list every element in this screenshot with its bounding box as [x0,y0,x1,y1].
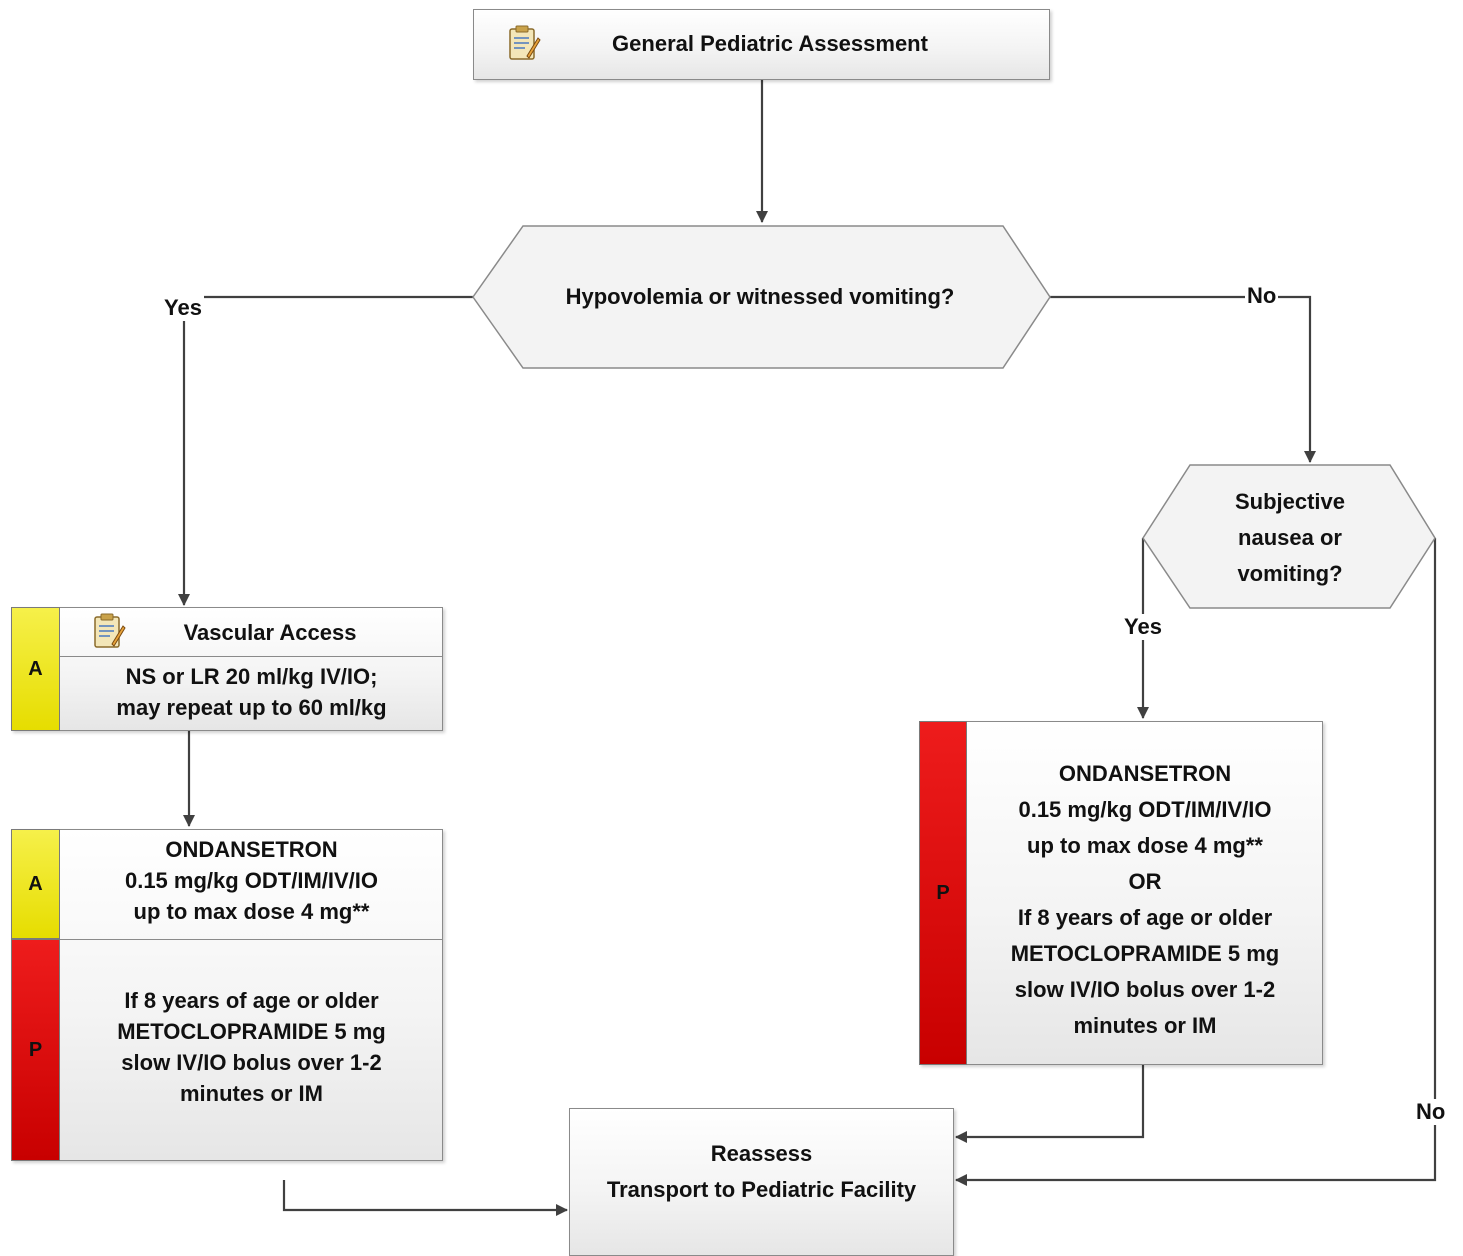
end-line: Transport to Pediatric Facility [606,1177,917,1202]
vascular-line: may repeat up to 60 ml/kg [116,695,387,720]
right-meds-line: minutes or IM [1073,1013,1217,1038]
arrow-decision2-no [955,538,1437,1186]
decision2-line: Subjective [1234,489,1346,514]
vascular-title: Vascular Access [183,620,357,645]
decision2-yes-label: Yes [1122,614,1164,640]
right-meds-text: ONDANSETRON 0.15 mg/kg ODT/IM/IV/IO up t… [967,756,1323,1044]
right-meds-line: If 8 years of age or older [1017,905,1273,930]
left-meds-a-line: 0.15 mg/kg ODT/IM/IV/IO [124,868,379,893]
arrow-decision1-yes [178,295,473,606]
decision1-yes-label: Yes [162,295,204,321]
decision2-no-label: No [1414,1099,1448,1125]
left-meds-box [11,829,443,1161]
vascular-divider [60,656,443,657]
start-title: General Pediatric Assessment [612,31,928,56]
vascular-body: NS or LR 20 ml/kg IV/IO; may repeat up t… [60,661,443,723]
left-meds-tag-a: A [11,829,60,939]
left-meds-a-line: ONDANSETRON [165,837,338,862]
left-meds-p-line: If 8 years of age or older [124,988,379,1013]
arrow-decision1-no [1050,295,1316,463]
left-meds-p-line: slow IV/IO bolus over 1-2 [121,1050,382,1075]
decision2-shape [1142,464,1436,609]
vascular-access-box [11,607,443,731]
right-meds-line: OR [1128,869,1162,894]
decision2-text: Subjective nausea or vomiting? [1180,484,1400,592]
left-meds-a-text: ONDANSETRON 0.15 mg/kg ODT/IM/IV/IO up t… [60,834,443,927]
left-meds-p-line: METOCLOPRAMIDE 5 mg [117,1019,386,1044]
right-meds-line: slow IV/IO bolus over 1-2 [1014,977,1276,1002]
end-text: Reassess Transport to Pediatric Facility [569,1136,954,1208]
right-meds-tag-p: P [919,721,967,1065]
vascular-tag-a: A [11,607,60,731]
right-meds-line: ONDANSETRON [1058,761,1232,786]
end-line: Reassess [710,1141,813,1166]
right-meds-box [919,721,1323,1065]
end-box [569,1108,954,1256]
decision1-text: Hypovolemia or witnessed vomiting? [565,284,955,309]
left-meds-a-line: up to max dose 4 mg** [133,899,370,924]
decision2-line: vomiting? [1237,561,1343,586]
vascular-line: NS or LR 20 ml/kg IV/IO; [125,664,378,689]
arrow-leftmeds-to-end [282,1180,568,1216]
right-meds-line: 0.15 mg/kg ODT/IM/IV/IO [1018,797,1272,822]
decision2-line: nausea or [1238,525,1342,550]
arrow-rightmeds-to-end [955,1065,1145,1143]
right-meds-line: METOCLOPRAMIDE 5 mg [1010,941,1280,966]
left-meds-p-line: minutes or IM [179,1081,323,1106]
decision1-no-label: No [1245,283,1279,309]
left-meds-p-text: If 8 years of age or older METOCLOPRAMID… [60,985,443,1109]
clipboard-icon [509,25,541,60]
start-box [473,9,1050,80]
left-meds-divider [60,939,443,940]
left-meds-tag-p: P [11,939,60,1161]
clipboard-icon [94,613,126,648]
decision1-shape [472,225,1051,369]
right-meds-line: up to max dose 4 mg** [1027,833,1263,858]
